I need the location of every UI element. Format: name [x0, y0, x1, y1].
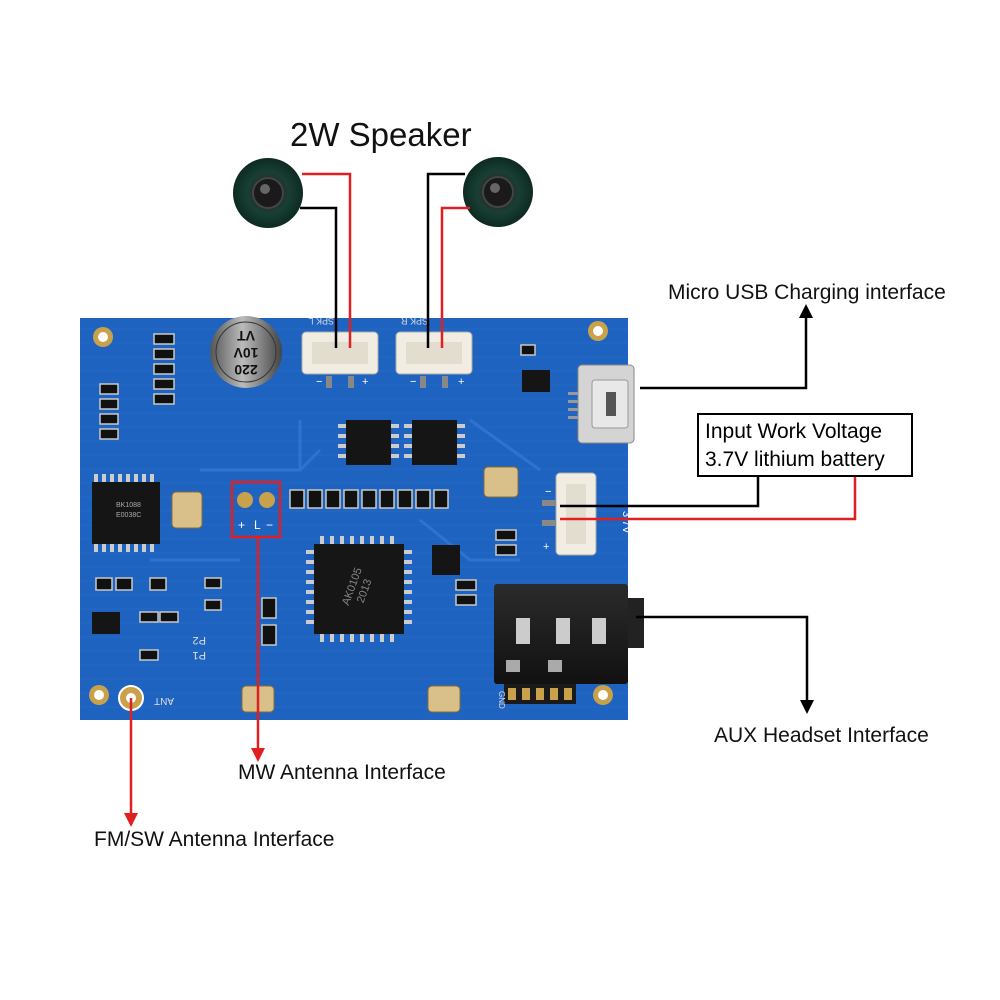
speaker-left	[233, 158, 303, 228]
pin-header: GND	[497, 684, 576, 709]
wire-black-left-speaker	[300, 206, 338, 348]
fm-sw-antenna-label: FM/SW Antenna Interface	[94, 828, 335, 851]
speaker-connector-right: − + SPK R	[395, 316, 473, 388]
aux-label: AUX Headset Interface	[714, 724, 929, 747]
amplifier-chip	[338, 420, 399, 465]
svg-text:−: −	[545, 486, 551, 498]
amplifier-chip	[404, 420, 465, 465]
battery-connector: − + 3.7V	[542, 472, 632, 556]
svg-text:−: −	[316, 376, 322, 388]
wire-red-battery	[560, 476, 857, 521]
ant-mark: ANT	[154, 695, 174, 706]
wire-black-battery	[560, 476, 760, 508]
mw-arrow-head	[251, 748, 265, 762]
svg-text:−: −	[410, 376, 416, 388]
svg-text:+: +	[458, 376, 464, 388]
wire-red-right-speaker	[440, 206, 470, 348]
pins-left-mark: L	[254, 518, 261, 532]
svg-text:+: +	[543, 541, 549, 553]
main-mcu-chip: AK0105 2013	[306, 536, 412, 642]
aux-arrow-head	[800, 700, 814, 714]
radio-chip-mark-2: E0038C	[116, 512, 141, 519]
capacitor-mark-1: 220	[234, 362, 258, 378]
spk-right-mark: SPK R	[400, 316, 428, 326]
voltage-label-box: Input Work Voltage 3.7V lithium battery	[697, 413, 913, 477]
mw-highlight-box	[230, 480, 282, 539]
svg-text:+: +	[238, 518, 245, 532]
electrolytic-capacitor: 220 10V VT	[210, 316, 282, 388]
micro-usb-port	[568, 364, 635, 444]
voltage-label-line1: Input Work Voltage	[705, 420, 883, 443]
usb-label: Micro USB Charging interface	[668, 281, 946, 304]
mounting-hole	[93, 327, 113, 347]
aux-jack	[494, 584, 644, 684]
gnd-mark: GND	[497, 691, 506, 709]
voltage-label-line2: 3.7V lithium battery	[705, 448, 885, 471]
spk-left-mark: SPK L	[308, 316, 334, 326]
capacitor-mark-2: 10V	[233, 345, 259, 361]
svg-text:−: −	[266, 518, 273, 532]
mw-antenna-pads: + L −	[237, 492, 275, 532]
usb-arrow-line	[640, 316, 808, 390]
svg-text:+: +	[362, 376, 368, 388]
capacitor-mark-3: VT	[237, 328, 255, 344]
speaker-connector-left: − + SPK L	[301, 316, 379, 388]
pcb-board: 220 10V VT − + SPK L − + SPK R	[80, 316, 644, 720]
aux-arrow-line	[636, 615, 809, 702]
wire-black-right-speaker	[426, 172, 465, 348]
mw-antenna-label: MW Antenna Interface	[238, 761, 446, 784]
usb-arrow-head	[799, 304, 813, 318]
voltage-mark: 3.7V	[620, 511, 632, 534]
wire-red-left-speaker	[302, 172, 352, 348]
radio-chip: BK1088 E0038C	[92, 474, 160, 552]
mounting-hole	[593, 685, 613, 705]
p2-mark: P2	[193, 634, 206, 646]
radio-chip-mark-1: BK1088	[116, 502, 141, 509]
mounting-hole	[588, 321, 608, 341]
p1-mark: P1	[193, 649, 206, 661]
speaker-right	[463, 157, 533, 227]
fm-arrow-head	[124, 813, 138, 827]
diagram-title: 2W Speaker	[290, 116, 472, 153]
mounting-hole	[89, 685, 109, 705]
